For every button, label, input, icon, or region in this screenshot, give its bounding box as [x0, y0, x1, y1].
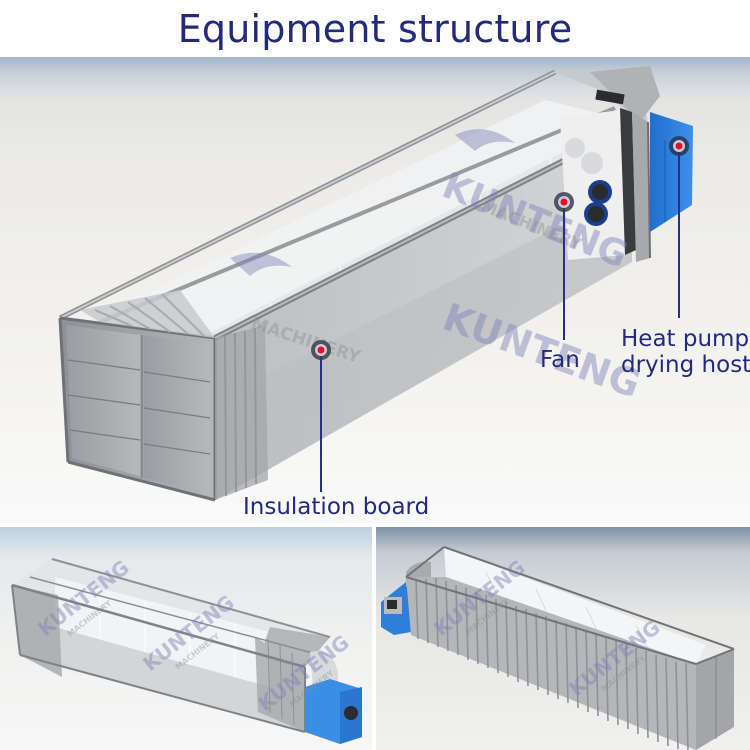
container-cutaway-drawing: KUNTENG KUNTENG MACHINERY MACHINERY [58, 66, 693, 502]
label-heat-pump-line2: drying host [621, 352, 750, 378]
bottom-left-illustration: KUNTENG KUNTENG KUNTENG MACHINERY MACHIN… [0, 527, 372, 750]
bottom-right-illustration: KUNTENG KUNTENG MACHINERY MACHINERY [376, 527, 750, 750]
marker-fan [554, 192, 574, 212]
marker-heat-pump [669, 136, 689, 156]
main-equipment-illustration: KUNTENG KUNTENG MACHINERY MACHINERY [0, 57, 750, 523]
corrugated-container-drawing: KUNTENG KUNTENG MACHINERY MACHINERY [381, 546, 735, 750]
label-heat-pump-line1: Heat pump [621, 326, 750, 352]
page-title: Equipment structure [0, 0, 750, 57]
transparent-container-drawing: KUNTENG KUNTENG KUNTENG MACHINERY MACHIN… [11, 555, 362, 744]
marker-insulation-board [311, 340, 331, 360]
label-insulation-board: Insulation board [243, 494, 430, 520]
label-fan: Fan [540, 347, 580, 373]
